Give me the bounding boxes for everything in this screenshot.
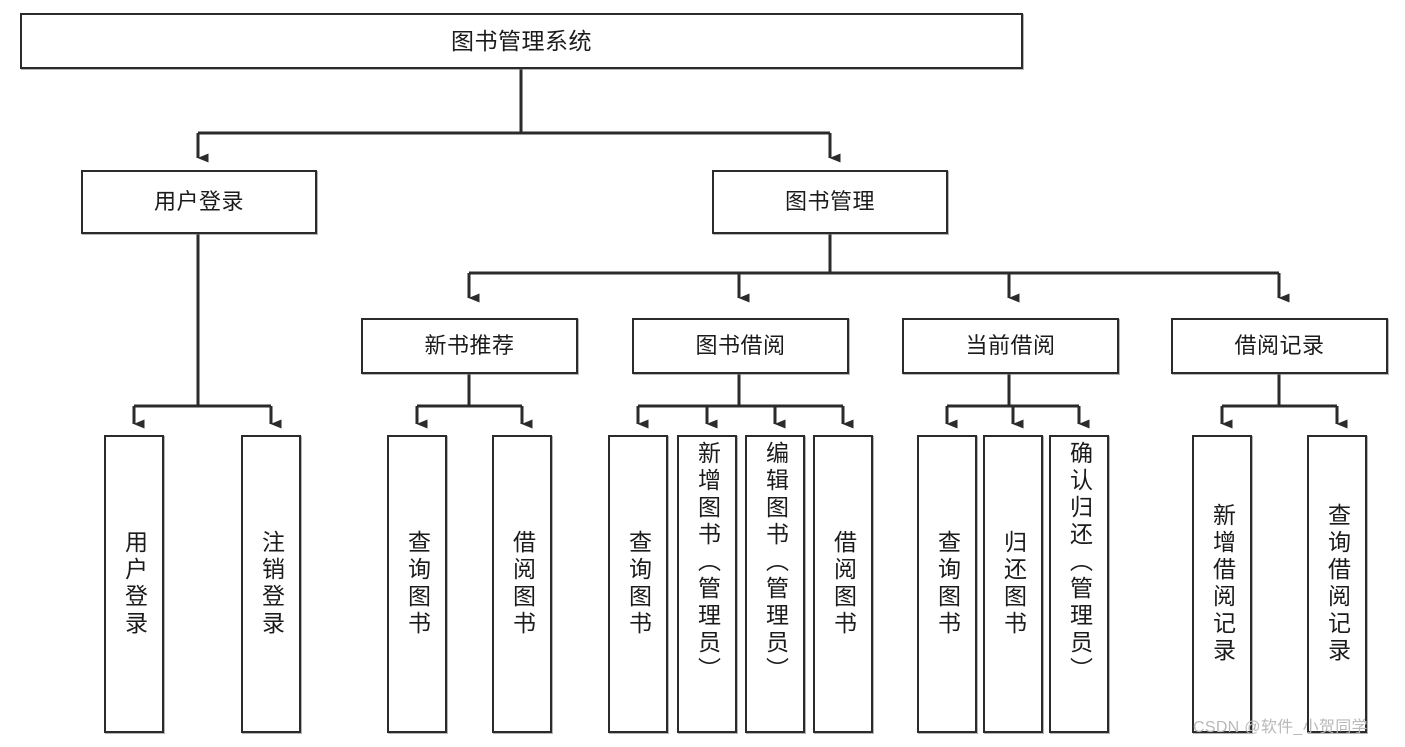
node-current-borrow[interactable]: 当前借阅 xyxy=(902,318,1119,374)
leaf-book-borrow-add[interactable]: 新增图书（管理员） xyxy=(677,435,737,733)
connector-group-root xyxy=(196,69,841,163)
node-label: 新书推荐 xyxy=(424,332,515,358)
leaf-user-login-signin[interactable]: 用户登录 xyxy=(104,435,164,733)
node-label: 当前借阅 xyxy=(965,332,1056,358)
node-label: 查询图书 xyxy=(934,530,961,638)
node-label: 用户登录 xyxy=(153,188,244,214)
leaf-current-borrow-query[interactable]: 查询图书 xyxy=(917,435,977,733)
node-root-library-system[interactable]: 图书管理系统 xyxy=(20,13,1023,69)
node-label: 新增图书（管理员） xyxy=(694,441,721,684)
csdn-watermark: CSDN @软件_小贺同学 xyxy=(1193,719,1368,736)
leaf-borrow-record-query[interactable]: 查询借阅记录 xyxy=(1307,435,1367,733)
connector-group-book-management xyxy=(467,234,1290,303)
node-label: 借阅记录 xyxy=(1234,332,1325,358)
connector-group-borrow-record xyxy=(1220,374,1348,429)
leaf-book-borrow-edit[interactable]: 编辑图书（管理员） xyxy=(745,435,805,733)
connector-group-new-book xyxy=(415,374,533,429)
node-label: 图书管理系统 xyxy=(451,27,592,54)
leaf-book-borrow-query[interactable]: 查询图书 xyxy=(608,435,668,733)
node-label: 查询图书 xyxy=(625,530,652,638)
node-label: 图书借阅 xyxy=(695,332,786,358)
leaf-current-borrow-confirm-return[interactable]: 确认归还（管理员） xyxy=(1049,435,1109,733)
leaf-new-book-query[interactable]: 查询图书 xyxy=(387,435,447,733)
node-label: 借阅图书 xyxy=(509,530,536,638)
leaf-user-login-signout[interactable]: 注销登录 xyxy=(241,435,301,733)
connector-group-book-borrow xyxy=(636,374,854,429)
node-user-login[interactable]: 用户登录 xyxy=(81,170,317,234)
connector-group-user-login xyxy=(132,234,282,429)
leaf-book-borrow-lend[interactable]: 借阅图书 xyxy=(813,435,873,733)
node-label: 确认归还（管理员） xyxy=(1066,441,1093,684)
node-label: 注销登录 xyxy=(258,530,285,638)
node-label: 查询图书 xyxy=(404,530,431,638)
node-label: 查询借阅记录 xyxy=(1324,503,1351,665)
node-label: 图书管理 xyxy=(784,188,875,214)
node-label: 编辑图书（管理员） xyxy=(762,441,789,684)
node-borrow-record[interactable]: 借阅记录 xyxy=(1171,318,1388,374)
node-book-management[interactable]: 图书管理 xyxy=(712,170,948,234)
node-new-book-recommend[interactable]: 新书推荐 xyxy=(361,318,578,374)
node-label: 归还图书 xyxy=(1000,530,1027,638)
leaf-borrow-record-add[interactable]: 新增借阅记录 xyxy=(1192,435,1252,733)
connector-group-current-borrow xyxy=(945,374,1090,429)
node-book-borrow[interactable]: 图书借阅 xyxy=(632,318,849,374)
node-label: 借阅图书 xyxy=(830,530,857,638)
node-label: 新增借阅记录 xyxy=(1209,503,1236,665)
leaf-current-borrow-return[interactable]: 归还图书 xyxy=(983,435,1043,733)
node-label: 用户登录 xyxy=(121,530,148,638)
leaf-new-book-borrow[interactable]: 借阅图书 xyxy=(492,435,552,733)
